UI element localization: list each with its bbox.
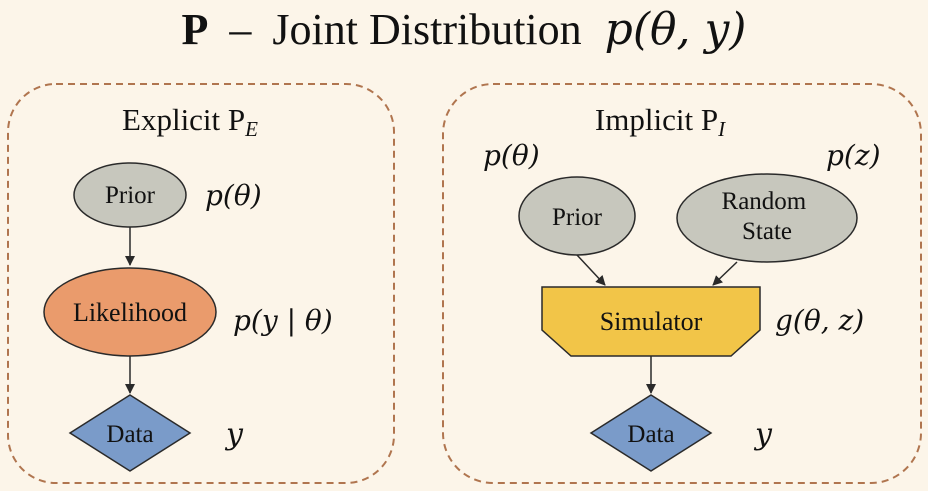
implicit-prior-label: Prior [552, 204, 603, 231]
random-state-line1: Random [722, 188, 807, 215]
explicit-panel: Explicit PE Prior p(θ) Likelihood p(y | … [7, 83, 395, 484]
random-state-label: Random State [722, 188, 813, 245]
implicit-data-node [589, 394, 713, 472]
implicit-label-sub: I [717, 117, 726, 141]
explicit-data-label: Data [106, 421, 153, 448]
simulator-label: Simulator [600, 307, 703, 336]
page-title: P – Joint Distribution p(θ, y) [182, 4, 747, 55]
implicit-prior-math: p(θ) [483, 139, 540, 172]
implicit-data-label: Data [627, 421, 674, 448]
implicit-arrow-prior-to-simulator [576, 254, 606, 286]
explicit-prior-math: p(θ) [205, 179, 262, 212]
random-state-line2: State [742, 218, 792, 245]
explicit-panel-label: Explicit PE [122, 102, 258, 141]
explicit-data-math: y [224, 417, 244, 452]
implicit-label-main: Implicit P [595, 102, 718, 137]
likelihood-math: p(y | θ) [233, 304, 333, 337]
explicit-label-main: Explicit P [122, 102, 245, 137]
implicit-panel-label: Implicit PI [595, 102, 726, 141]
implicit-panel-border [442, 83, 922, 484]
random-state-math: p(z) [826, 139, 881, 172]
likelihood-label: Likelihood [73, 298, 187, 327]
title-text: Joint Distribution [272, 5, 581, 54]
simulator-math: g(θ, z) [775, 304, 864, 337]
title-math: p(θ, y) [605, 4, 747, 55]
title-dash: – [228, 5, 252, 54]
simulator-node [541, 286, 761, 357]
explicit-data-node [68, 394, 192, 472]
explicit-prior-label: Prior [105, 182, 156, 209]
implicit-panel: Implicit PI p(θ) p(z) Prior Random State… [442, 83, 922, 484]
title-letter: P [182, 5, 209, 54]
explicit-label-sub: E [244, 117, 258, 141]
implicit-arrow-random-to-simulator [712, 261, 738, 286]
random-state-node [676, 173, 858, 263]
implicit-data-math: y [753, 417, 773, 452]
explicit-panel-border [7, 83, 395, 484]
